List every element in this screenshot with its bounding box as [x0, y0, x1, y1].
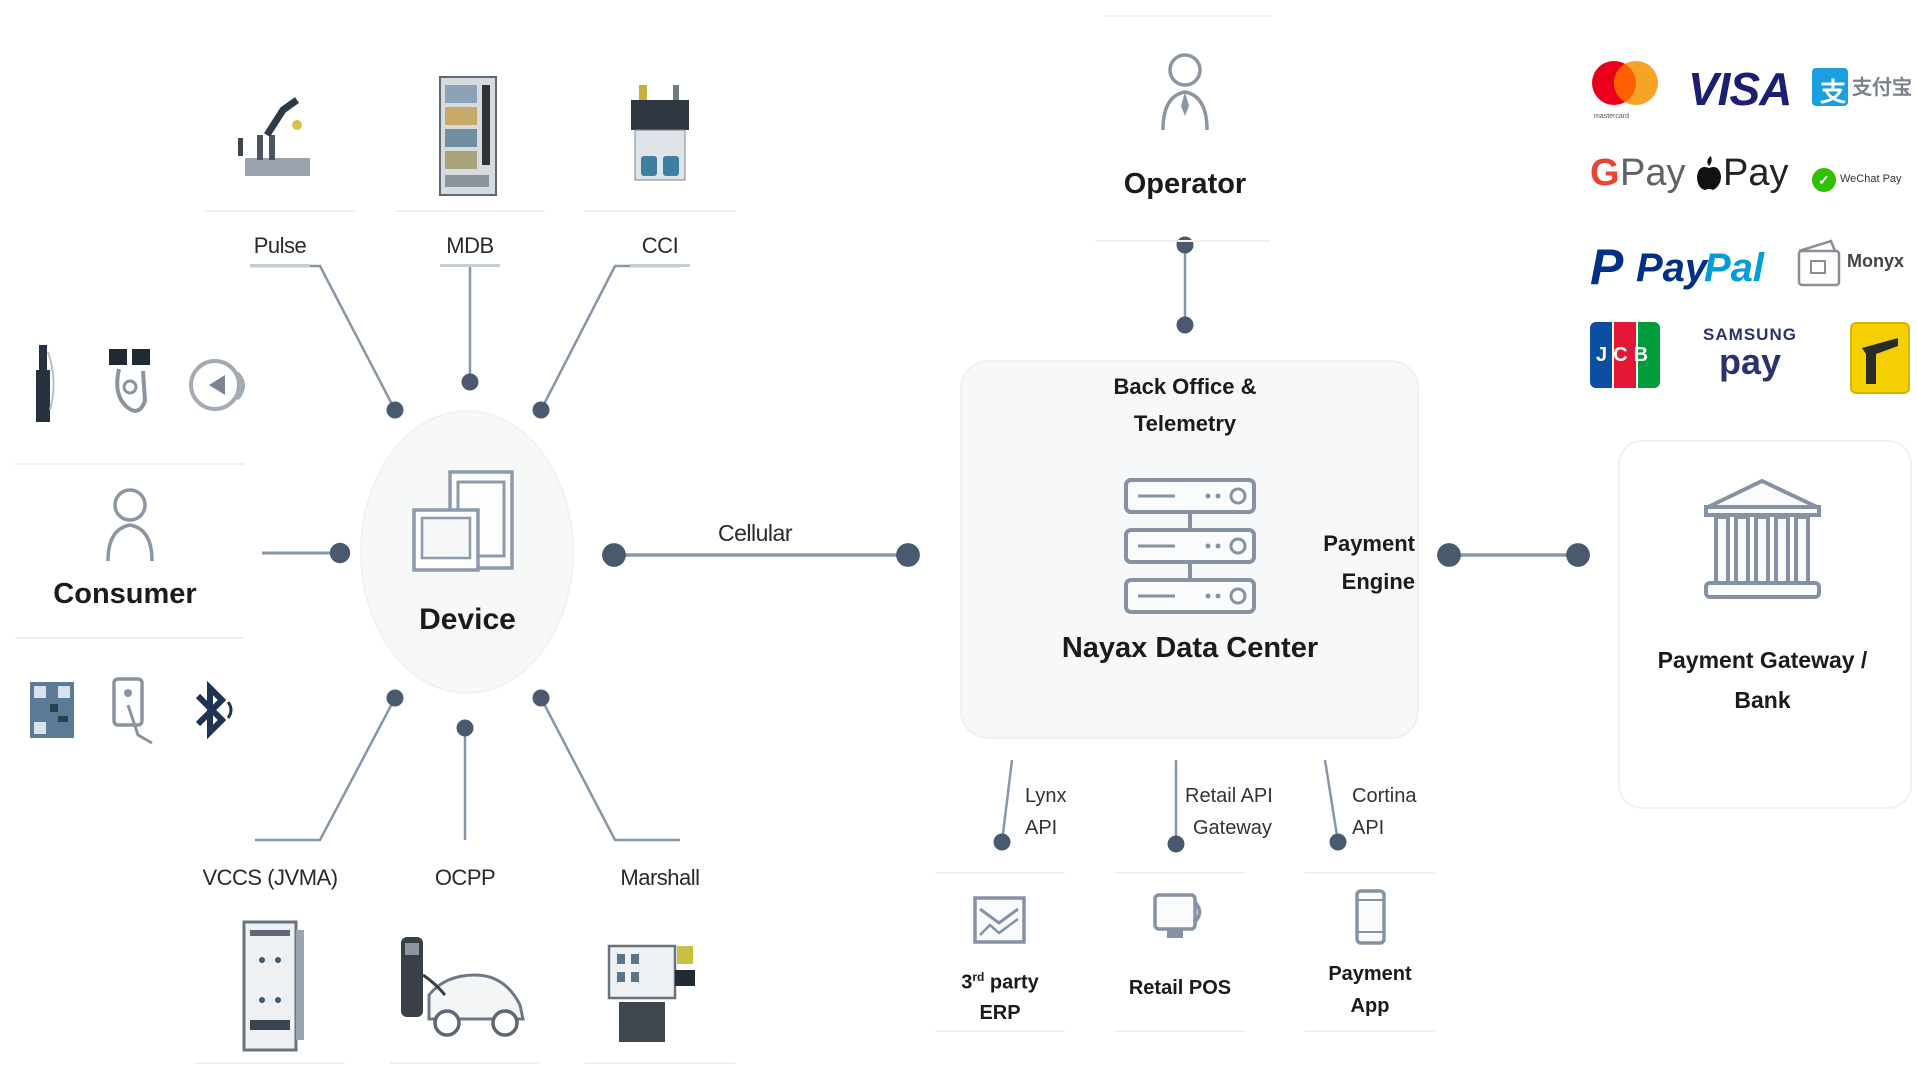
- bank-building-icon: [1704, 478, 1821, 599]
- alipay-logo: 支 支付宝: [1812, 68, 1917, 118]
- samsung-text: SAMSUNG: [1703, 325, 1797, 344]
- qr-code-icon: [30, 682, 74, 738]
- link-lynx-api: [993, 759, 1014, 851]
- mobile-tap-icon: [112, 677, 153, 745]
- api-label-retail: Retail API Gateway: [1185, 780, 1305, 844]
- operator-label: Operator: [1123, 168, 1247, 200]
- target-retail-pos[interactable]: Retail POS: [1110, 870, 1250, 1040]
- mastercard-logo: mastercard: [1590, 55, 1665, 125]
- payment-engine-label: Payment Engine: [1305, 525, 1415, 601]
- face-recognition-icon: [189, 359, 245, 411]
- kiosk-machine-icon: [607, 944, 695, 1042]
- payment-engine-line1: Payment: [1323, 531, 1415, 556]
- link-pulse-device: [250, 264, 404, 419]
- consumer-person-icon: [106, 488, 154, 562]
- payment-terminal-device-icon: [412, 470, 514, 572]
- bluetooth-icon: [195, 680, 233, 740]
- api-line1: Cortina: [1352, 785, 1417, 807]
- target-line1: 3rd party: [961, 970, 1039, 994]
- google-pay-logo: G Pay: [1590, 152, 1686, 194]
- apple-pay-text: Pay: [1723, 152, 1789, 194]
- jcb-logo: JCB: [1590, 322, 1670, 392]
- target-line1: Retail POS: [1128, 977, 1232, 999]
- consumer-bottom-icons: [20, 675, 260, 765]
- robotic-arm-machine-icon: [238, 97, 310, 176]
- target-label: Payment App: [1300, 958, 1440, 1022]
- api-line1: Lynx: [1025, 785, 1067, 807]
- protocol-ocpp: OCPP: [385, 855, 545, 1070]
- api-line2: Gateway: [1193, 817, 1272, 839]
- cellular-label: Cellular: [718, 520, 792, 546]
- mobile-phone-icon: [1355, 889, 1386, 945]
- back-office-label: Back Office & Telemetry: [1090, 368, 1280, 442]
- protocol-label: MDB: [446, 233, 494, 258]
- monyx-wallet-logo: Monyx: [1795, 235, 1915, 295]
- link-marshall-device: [532, 689, 680, 842]
- protocol-label: Pulse: [253, 233, 307, 258]
- back-office-line1: Back Office &: [1113, 374, 1257, 399]
- payment-gateway-label: Payment Gateway / Bank: [1620, 640, 1905, 720]
- pos-monitor-icon: [1153, 893, 1202, 938]
- ev-charger-car-icon: [401, 937, 525, 1037]
- wechat-pay-text: WeChat Pay: [1840, 173, 1902, 185]
- protocol-label: CCI: [641, 233, 679, 258]
- device-label: Device: [419, 603, 516, 636]
- paypal-text-pay: Pay: [1636, 246, 1708, 290]
- alipay-text: 支付宝: [1852, 77, 1912, 99]
- link-vccs-device: [255, 689, 404, 842]
- api-line2: API: [1025, 817, 1058, 839]
- erp-dashboard-icon: [973, 896, 1026, 944]
- payment-gateway-line1: Payment Gateway /: [1657, 647, 1868, 673]
- vending-machine-icon: [439, 76, 497, 196]
- monyx-text: Monyx: [1847, 251, 1905, 271]
- link-cci-device: [532, 264, 680, 419]
- protocol-marshall: Marshall: [580, 855, 740, 1070]
- samsung-pay-logo: SAMSUNG pay: [1695, 325, 1805, 395]
- api-label-cortina: Cortina API: [1352, 780, 1452, 844]
- protocol-vccs: VCCS (JVMA): [190, 855, 350, 1070]
- protocol-cci: CCI: [580, 70, 740, 270]
- protocol-pulse: Pulse: [200, 70, 360, 270]
- link-cortina-api: [1323, 759, 1347, 851]
- payment-engine-line2: Engine: [1341, 569, 1415, 594]
- consumer-label: Consumer: [53, 578, 197, 610]
- target-erp[interactable]: 3rd party ERP: [930, 870, 1070, 1040]
- visa-logo: VISA: [1688, 63, 1792, 115]
- target-line2: ERP: [979, 1001, 1021, 1024]
- bit-logo: bit: [1850, 322, 1910, 394]
- payment-methods-grid: mastercard VISA 支 支付宝 G Pay Pay ✓ WeChat…: [1580, 40, 1917, 410]
- nfc-tap-card-icon: [109, 349, 150, 413]
- paypal-text-pal: Pal: [1704, 246, 1765, 290]
- protocol-label: VCCS (JVMA): [202, 865, 338, 890]
- mastercard-text: mastercard: [1594, 113, 1630, 120]
- target-label: Retail POS: [1110, 973, 1250, 1003]
- back-office-line2: Telemetry: [1133, 411, 1237, 436]
- coffee-machine-icon: [631, 85, 689, 181]
- api-label-lynx: Lynx API: [1025, 780, 1095, 844]
- data-center-title: Nayax Data Center: [1061, 632, 1319, 664]
- contactless-card-reader-icon: [36, 345, 55, 422]
- target-payment-app[interactable]: Payment App: [1300, 870, 1440, 1040]
- samsung-pay-text: pay: [1718, 341, 1782, 382]
- server-rack-icon: [1124, 478, 1256, 614]
- google-pay-text: Pay: [1620, 152, 1686, 194]
- paypal-logo: P Pay Pal: [1590, 239, 1765, 295]
- api-line2: API: [1352, 817, 1385, 839]
- protocol-mdb: MDB: [390, 70, 550, 270]
- payment-gateway-line2: Bank: [1734, 687, 1791, 713]
- operator-person-icon: [1161, 53, 1209, 131]
- protocol-label: OCPP: [434, 865, 496, 890]
- apple-pay-logo: Pay: [1695, 152, 1795, 202]
- target-label: 3rd party ERP: [930, 962, 1070, 1028]
- wechat-pay-logo: ✓ WeChat Pay: [1812, 168, 1917, 198]
- protocol-label: Marshall: [620, 865, 700, 890]
- jcb-text: JCB: [1596, 344, 1655, 366]
- japanese-vending-machine-icon: [242, 920, 304, 1052]
- target-line1: Payment: [1328, 963, 1412, 985]
- consumer-top-icons: [20, 340, 260, 430]
- target-line2: App: [1350, 995, 1390, 1017]
- api-line1: Retail API: [1185, 785, 1273, 807]
